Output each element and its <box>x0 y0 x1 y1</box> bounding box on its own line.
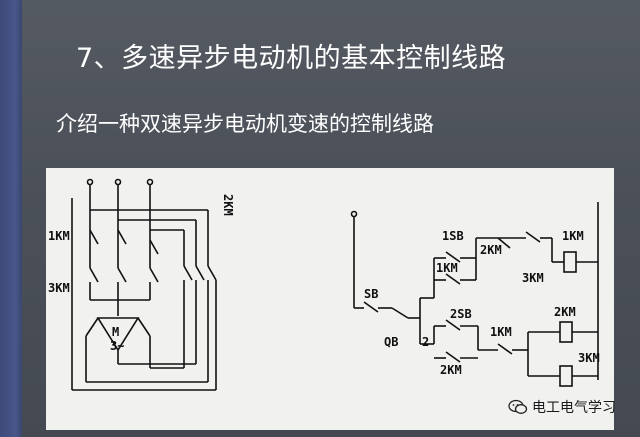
label-1sb: 1SB <box>442 229 464 243</box>
label-2sb: 2SB <box>450 307 472 321</box>
slide-title: 7、多速异步电动机的基本控制线路 <box>76 43 507 74</box>
terminal-l3 <box>146 178 154 186</box>
label-2km-aux: 2KM <box>440 363 462 377</box>
slide-accent-bar <box>0 0 22 437</box>
circuit-diagram-svg: 1KM 3KM 2KM M 3~ 1SB 2KM 1KM 1KM 3KM SB … <box>48 178 600 391</box>
label-motor: M <box>112 325 119 339</box>
label-3km-aux: 3KM <box>522 271 544 285</box>
label-1km-left: 1KM <box>48 229 70 243</box>
terminal-ctrl <box>350 210 358 218</box>
label-2km-top: 2KM <box>480 243 502 257</box>
label-2km-left: 2KM <box>221 194 235 216</box>
circuit-diagram: 1KM 3KM 2KM M 3~ 1SB 2KM 1KM 1KM 3KM SB … <box>46 168 614 430</box>
watermark-text: 电工电气学习 <box>532 400 616 416</box>
slide-subtitle: 介绍一种双速异步电动机变速的控制线路 <box>56 112 434 136</box>
label-2km-coil: 2KM <box>554 305 576 319</box>
label-3km-coil: 3KM <box>578 351 600 365</box>
terminal-l1 <box>86 178 94 186</box>
terminal-l2 <box>114 178 122 186</box>
label-sb: SB <box>364 287 378 301</box>
label-1km-mid: 1KM <box>490 325 512 339</box>
wechat-icon <box>508 399 528 414</box>
label-1km-coil: 1KM <box>562 229 584 243</box>
label-motor-phase: 3~ <box>110 339 124 353</box>
watermark: 电工电气学习 <box>508 396 616 418</box>
label-qb-pos: 2 <box>422 335 429 349</box>
label-1km-aux: 1KM <box>436 261 458 275</box>
label-qb: QB <box>384 335 398 349</box>
label-3km-left: 3KM <box>48 281 70 295</box>
